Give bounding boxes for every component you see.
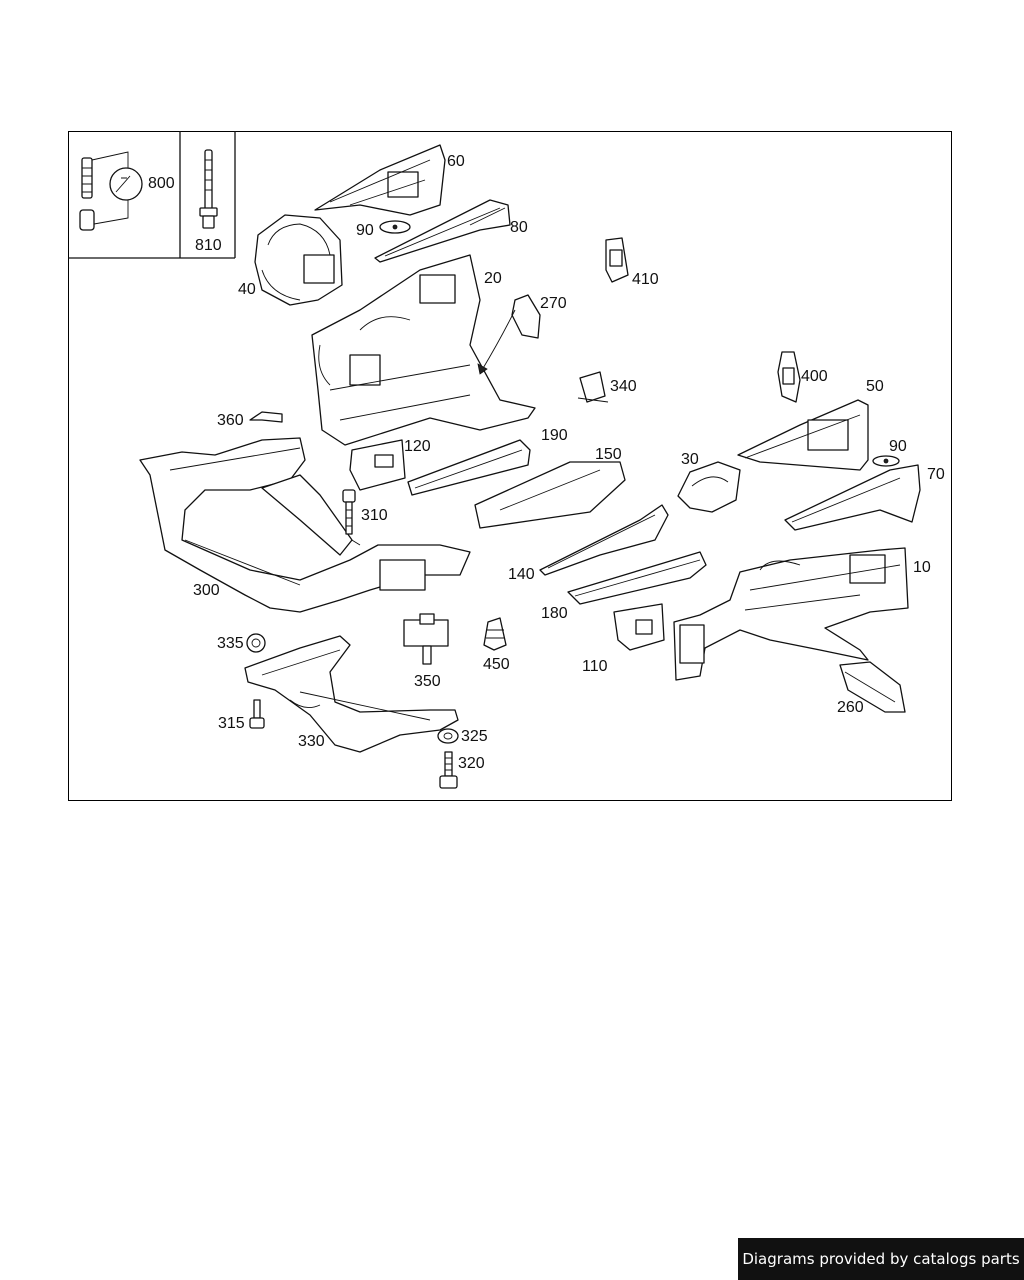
- callout-270: 270: [540, 295, 567, 312]
- callout-330: 330: [298, 733, 325, 750]
- part-325-washer[interactable]: [437, 728, 459, 744]
- callout-110: 110: [582, 658, 608, 675]
- part-20-inner-panel[interactable]: [311, 254, 536, 446]
- part-800-screw-kit[interactable]: [79, 151, 143, 231]
- callout-50: 50: [866, 378, 884, 395]
- callout-180: 180: [541, 605, 568, 622]
- part-320-bolt[interactable]: [439, 751, 458, 789]
- callout-60: 60: [447, 153, 465, 170]
- callout-120: 120: [404, 438, 431, 455]
- part-310-bolt[interactable]: [342, 489, 356, 535]
- callout-190: 190: [541, 427, 568, 444]
- part-400-bracket[interactable]: [777, 351, 801, 403]
- callout-410: 410: [632, 271, 659, 288]
- part-315-bolt[interactable]: [249, 699, 265, 729]
- callout-315: 315: [218, 715, 245, 732]
- callout-450: 450: [483, 656, 510, 673]
- part-270-bracket[interactable]: [477, 294, 541, 375]
- callout-140: 140: [508, 566, 535, 583]
- callout-260: 260: [837, 699, 864, 716]
- callout-800: 800: [148, 175, 175, 192]
- footer-banner: Diagrams provided by catalogs parts: [738, 1238, 1024, 1280]
- part-140-member[interactable]: [539, 504, 669, 576]
- callout-335: 335: [217, 635, 244, 652]
- callout-90-upper: 90: [356, 222, 374, 239]
- part-260-bracket[interactable]: [839, 661, 906, 713]
- part-300-subframe[interactable]: [139, 437, 471, 613]
- part-190-member[interactable]: [407, 439, 531, 496]
- callout-320: 320: [458, 755, 485, 772]
- callout-300: 300: [193, 582, 220, 599]
- callout-810: 810: [195, 237, 222, 254]
- part-40-wheel-house[interactable]: [254, 214, 343, 306]
- part-330-lower-subframe[interactable]: [244, 635, 459, 753]
- callout-360: 360: [217, 412, 244, 429]
- part-120-reinforcement[interactable]: [349, 439, 406, 491]
- callout-10: 10: [913, 559, 931, 576]
- part-10-front-member[interactable]: [673, 547, 909, 681]
- part-360-clip[interactable]: [249, 411, 283, 423]
- part-90-plate-lower[interactable]: [872, 455, 900, 467]
- part-150-member[interactable]: [474, 461, 626, 529]
- callout-400: 400: [801, 368, 828, 385]
- part-340-clip[interactable]: [577, 371, 609, 403]
- part-410-bracket[interactable]: [605, 237, 629, 283]
- callout-30: 30: [681, 451, 699, 468]
- part-110-bracket[interactable]: [613, 603, 665, 651]
- callout-350: 350: [414, 673, 441, 690]
- callout-80: 80: [510, 219, 528, 236]
- callout-40: 40: [238, 281, 256, 298]
- callout-150: 150: [595, 446, 622, 463]
- fastener-inset: [68, 131, 236, 259]
- callout-310: 310: [361, 507, 388, 524]
- callout-340: 340: [610, 378, 637, 395]
- part-60-upper-rail[interactable]: [314, 144, 446, 216]
- part-350-mount[interactable]: [403, 613, 449, 665]
- part-810-long-bolt[interactable]: [199, 149, 218, 229]
- callout-90-lower: 90: [889, 438, 907, 455]
- part-70-strut[interactable]: [784, 464, 921, 531]
- part-30-housing[interactable]: [677, 461, 741, 513]
- part-450-bushing[interactable]: [483, 617, 507, 651]
- part-50-rail[interactable]: [737, 399, 869, 471]
- part-180-member[interactable]: [567, 551, 707, 605]
- callout-70: 70: [927, 466, 945, 483]
- part-80-strut[interactable]: [374, 199, 511, 263]
- callout-20: 20: [484, 270, 502, 287]
- part-90-plate-upper[interactable]: [379, 220, 411, 234]
- callout-325: 325: [461, 728, 488, 745]
- part-335-nut[interactable]: [246, 633, 266, 653]
